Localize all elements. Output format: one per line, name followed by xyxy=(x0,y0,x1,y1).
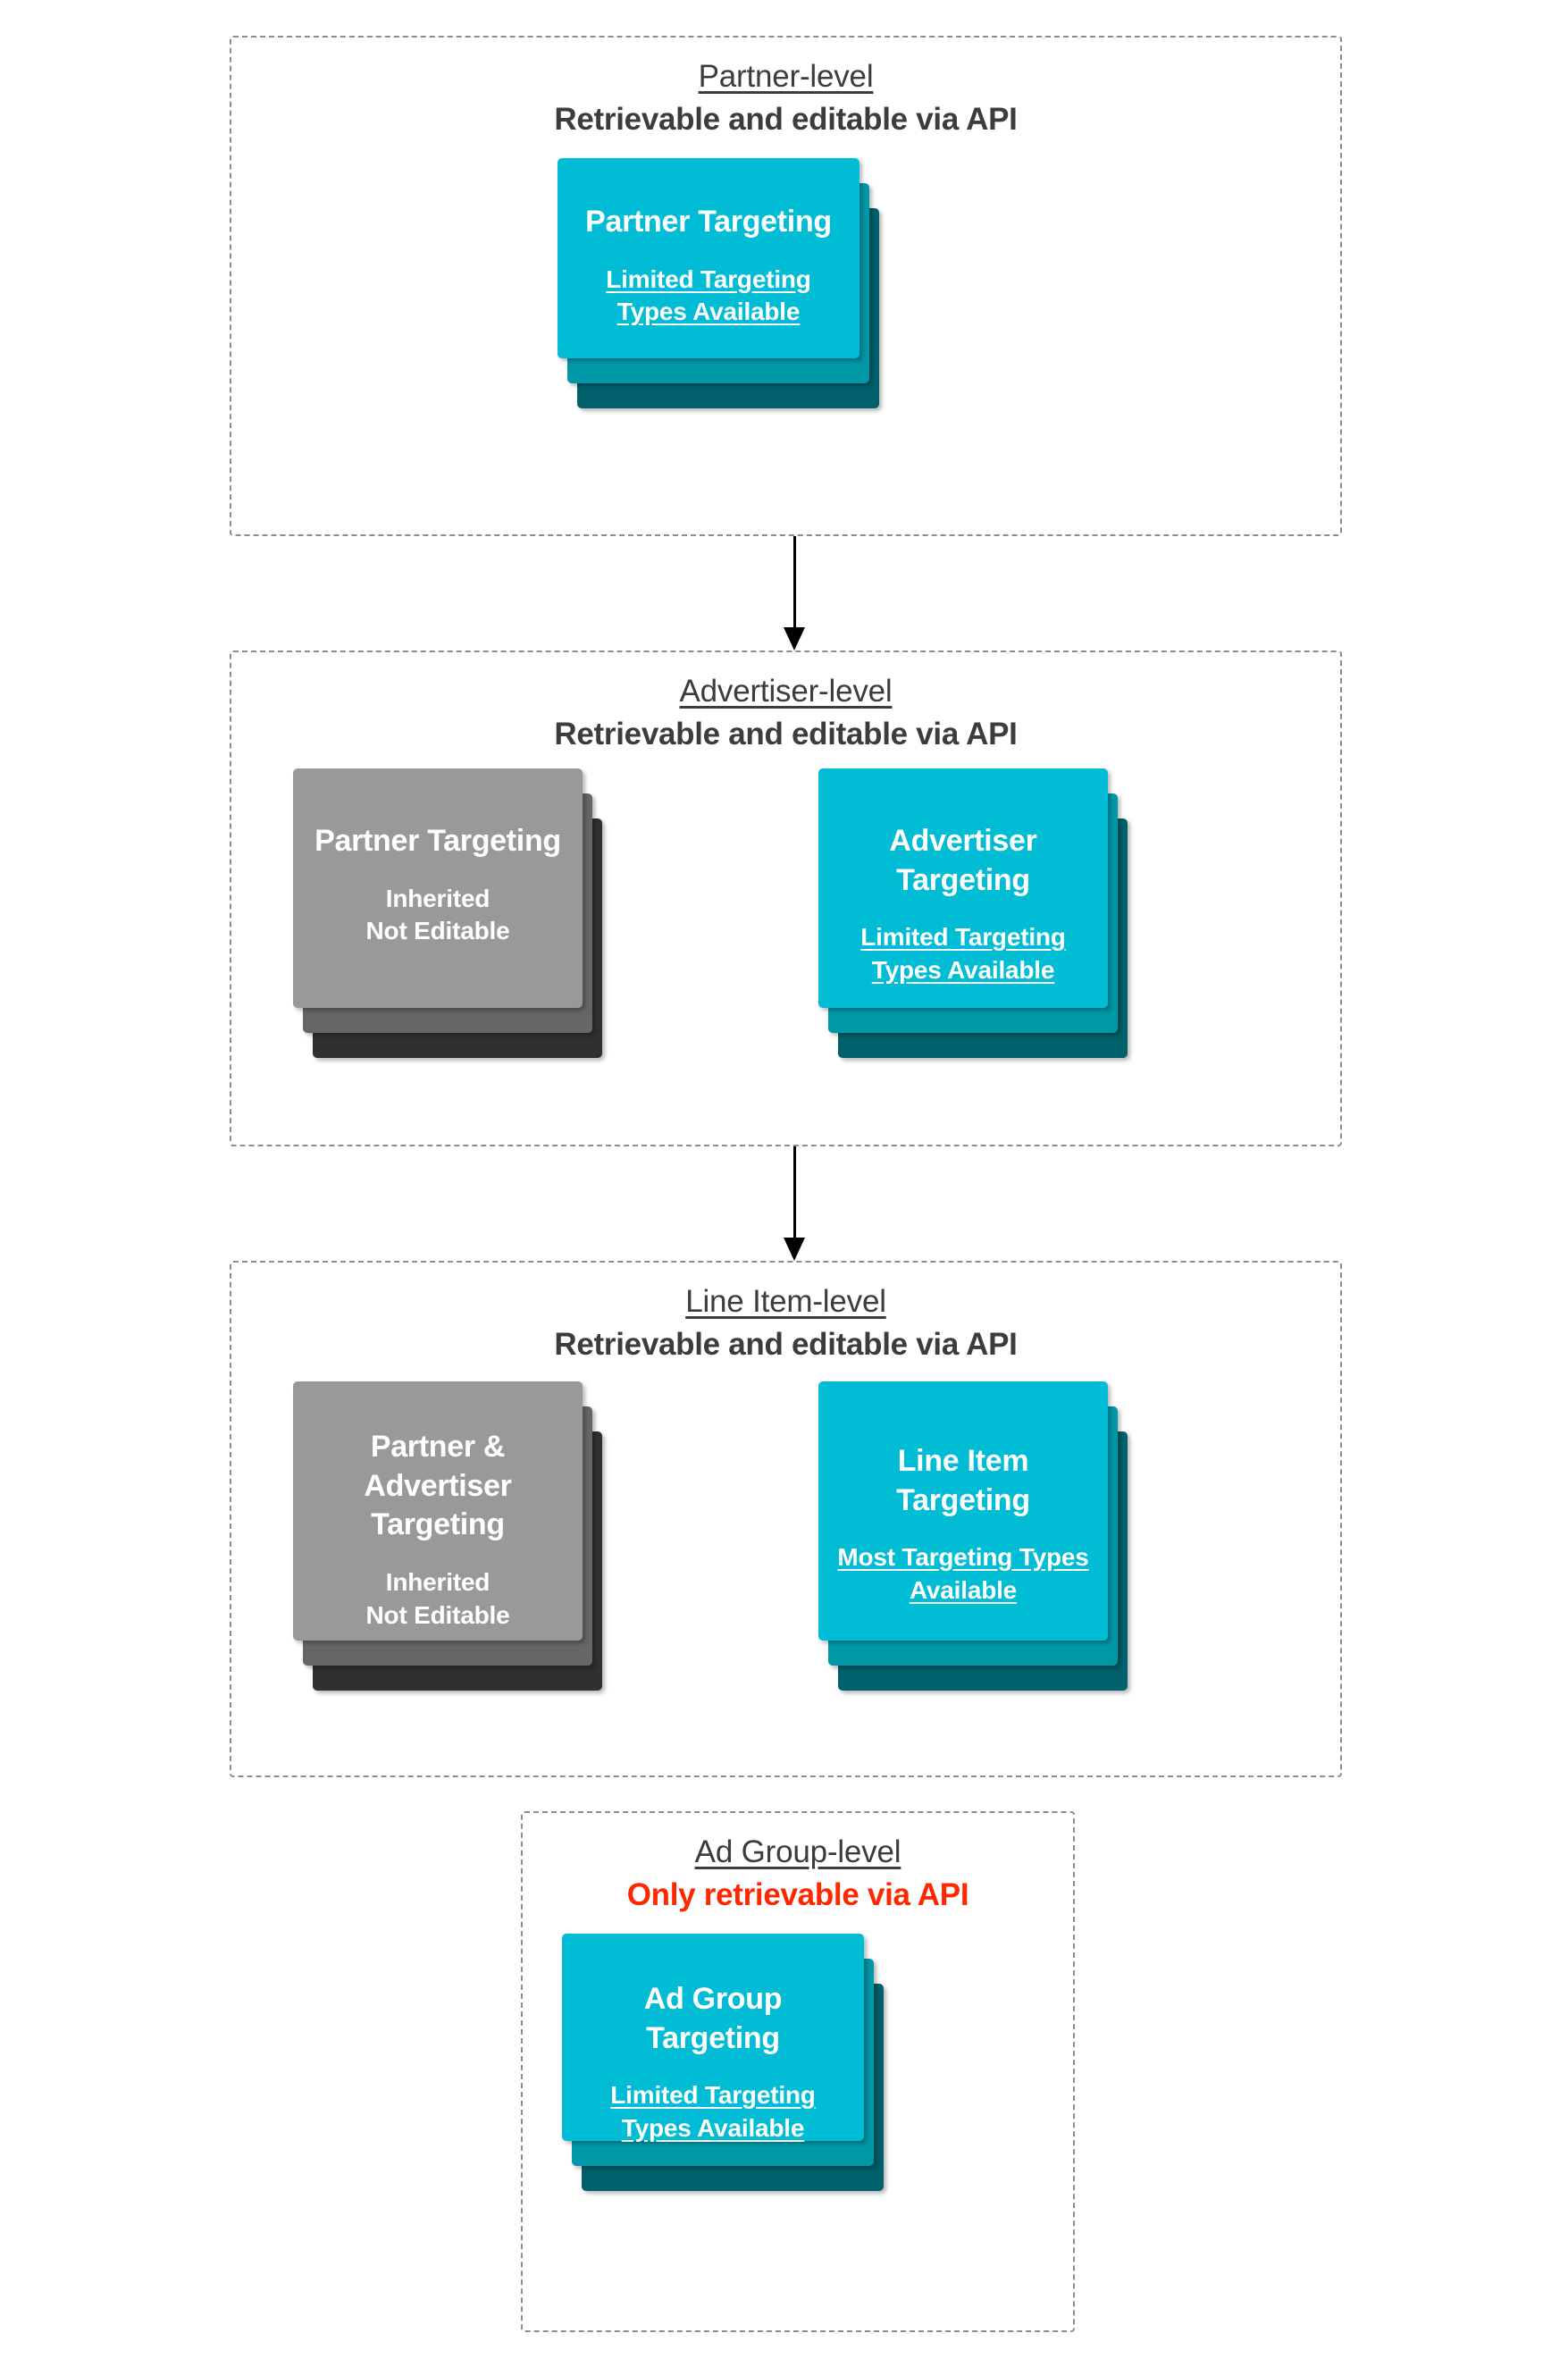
arrow-line xyxy=(792,536,796,627)
card-stack-advertiser-targeting[interactable]: Advertiser Targeting Limited Targeting T… xyxy=(818,768,1140,1058)
level-subtitle-ad-group: Only retrievable via API xyxy=(626,1876,969,1912)
card-stack-partner-advertiser-targeting-inherited[interactable]: Partner & Advertiser Targeting Inherited… xyxy=(293,1381,615,1691)
level-box-advertiser: Advertiser-level Retrievable and editabl… xyxy=(230,651,1342,1146)
card-layer-front xyxy=(293,768,583,1008)
card-layer-front xyxy=(818,768,1108,1008)
level-title-ad-group: Ad Group-level xyxy=(694,1834,901,1869)
level-heading-advertiser: Advertiser-level Retrievable and editabl… xyxy=(231,672,1340,754)
level-heading-partner: Partner-level Retrievable and editable v… xyxy=(231,57,1340,139)
arrow-line xyxy=(792,1146,796,1238)
level-subtitle-advertiser: Retrievable and editable via API xyxy=(554,716,1018,751)
arrow-partner-to-advertiser xyxy=(776,536,812,651)
level-title-partner: Partner-level xyxy=(698,59,874,94)
card-stack-partner-targeting-inherited[interactable]: Partner Targeting Inherited Not Editable xyxy=(293,768,615,1058)
arrow-advertiser-to-line-item xyxy=(776,1146,812,1261)
card-layer-front xyxy=(562,1934,864,2141)
level-subtitle-partner: Retrievable and editable via API xyxy=(554,101,1018,137)
level-title-line-item: Line Item-level xyxy=(685,1284,886,1319)
level-subtitle-line-item: Retrievable and editable via API xyxy=(554,1326,1018,1362)
level-title-advertiser: Advertiser-level xyxy=(679,674,893,709)
level-box-ad-group: Ad Group-level Only retrievable via API … xyxy=(521,1811,1075,2332)
card-stack-ad-group-targeting[interactable]: Ad Group Targeting Limited Targeting Typ… xyxy=(562,1934,884,2202)
level-heading-line-item: Line Item-level Retrievable and editable… xyxy=(231,1282,1340,1364)
arrow-head-icon xyxy=(784,1238,805,1261)
level-heading-ad-group: Ad Group-level Only retrievable via API xyxy=(523,1833,1073,1915)
card-layer-front xyxy=(818,1381,1108,1641)
arrow-head-icon xyxy=(784,627,805,651)
level-box-partner: Partner-level Retrievable and editable v… xyxy=(230,36,1342,536)
card-layer-front xyxy=(558,158,859,358)
card-stack-partner-targeting[interactable]: Partner Targeting Limited Targeting Type… xyxy=(558,158,879,408)
card-stack-line-item-targeting[interactable]: Line Item Targeting Most Targeting Types… xyxy=(818,1381,1140,1691)
level-box-line-item: Line Item-level Retrievable and editable… xyxy=(230,1261,1342,1777)
card-layer-front xyxy=(293,1381,583,1641)
